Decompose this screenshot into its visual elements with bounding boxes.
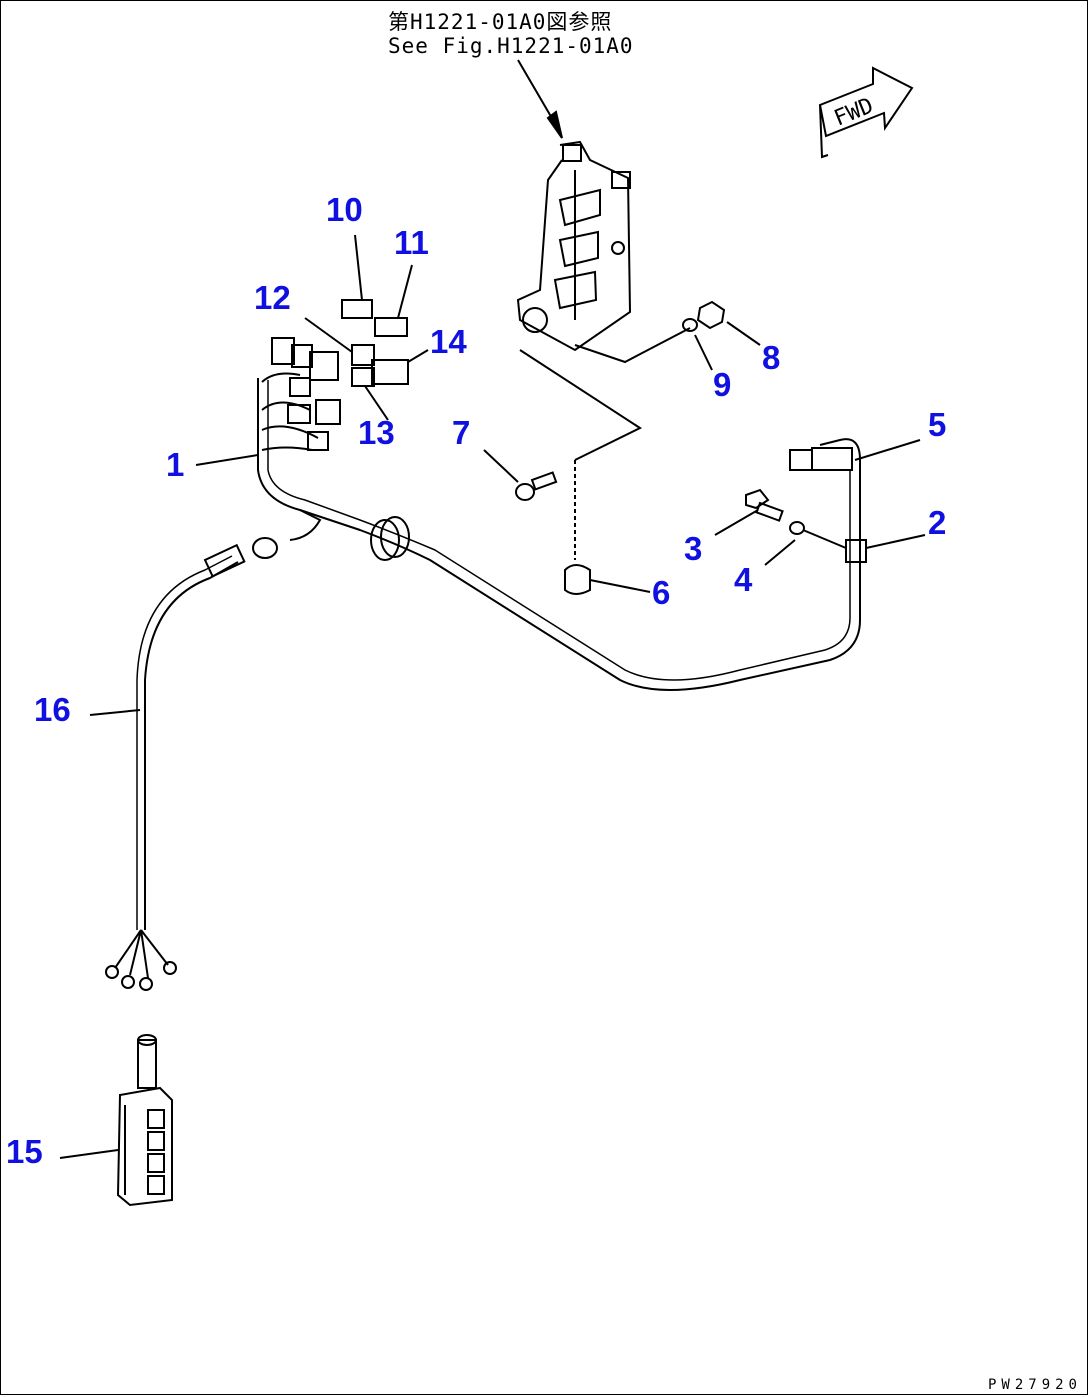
harness-1	[257, 378, 861, 691]
connector-cap	[252, 537, 278, 559]
callout-3: 3	[684, 530, 703, 567]
nut-8	[696, 300, 726, 330]
drawing-number: PW27920	[987, 1377, 1082, 1393]
callout-15: 15	[6, 1133, 43, 1170]
leader-bracket-washer	[574, 327, 691, 364]
bolt-3	[714, 488, 784, 536]
callout-6: 6	[652, 574, 671, 611]
callout-11: 11	[394, 224, 429, 261]
callout-7: 7	[452, 414, 471, 451]
washer-9	[682, 318, 698, 332]
callout-4: 4	[734, 561, 753, 598]
callout-1: 1	[166, 446, 185, 483]
callout-14: 14	[430, 323, 467, 360]
callout-16: 16	[34, 691, 71, 728]
plug-6	[564, 460, 651, 595]
reference-note-en: See Fig.H1221-01A0	[388, 34, 634, 58]
grommet	[370, 516, 410, 561]
screw-7	[483, 449, 558, 501]
reference-arrow	[517, 59, 563, 139]
washer-4	[764, 521, 847, 566]
leader-bracket-screw	[519, 349, 643, 461]
callout-2: 2	[928, 504, 947, 541]
clip-2	[845, 534, 926, 563]
callout-13: 13	[358, 414, 395, 451]
cable-16	[89, 543, 246, 991]
switch-5	[789, 439, 921, 471]
pendant-switch-15	[59, 1034, 173, 1207]
reference-note-jp: 第H1221-01A0図参照	[388, 10, 613, 34]
callout-8: 8	[762, 339, 781, 376]
fwd-arrow	[818, 66, 914, 159]
callout-9: 9	[713, 366, 732, 403]
control-bracket	[516, 140, 632, 352]
relay-cluster	[261, 337, 341, 451]
relays-loose	[304, 234, 429, 421]
callout-10: 10	[326, 191, 363, 228]
callout-5: 5	[928, 406, 947, 443]
callout-12: 12	[254, 279, 291, 316]
